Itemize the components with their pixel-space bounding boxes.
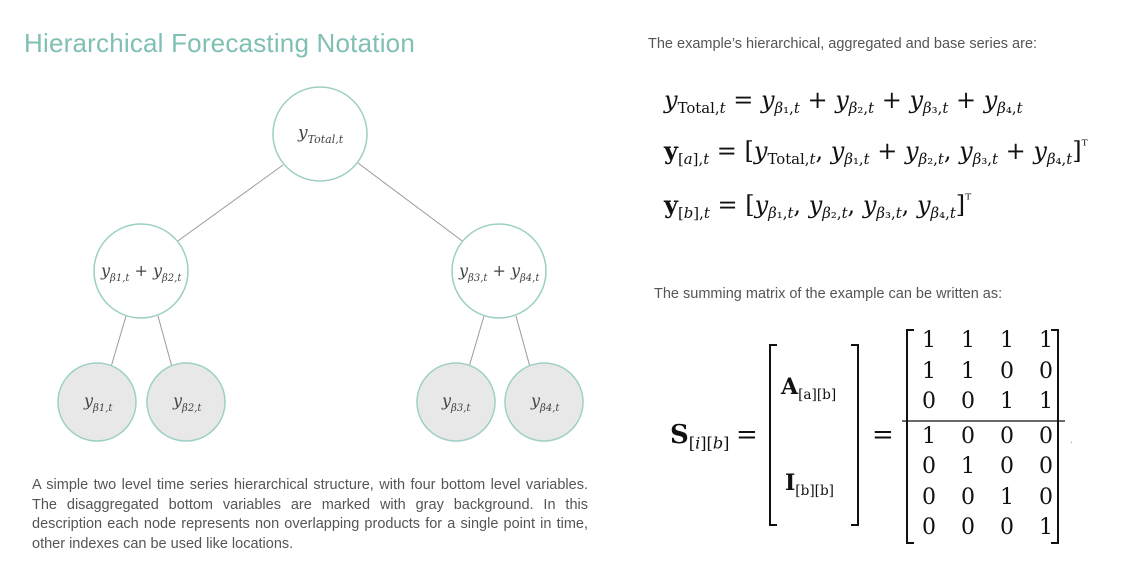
hierarchy-tree: yTotal,t yβ1,t + yβ2,t yβ3,t + yβ4,t yβ1… (57, 86, 584, 442)
edge-right-leaf3 (468, 315, 485, 368)
matrix-cell-3-3: 0 (1039, 423, 1053, 449)
matrix-cell-4-1: 1 (961, 454, 975, 479)
matrix-cell-1-0: 1 (922, 358, 936, 384)
block-bracket (769, 344, 859, 526)
matrix-cell-6-1: 0 (961, 515, 975, 540)
matrix-cell-1-1: 1 (961, 358, 975, 384)
matrix-cell-5-2: 1 (1000, 484, 1014, 510)
matrix-cell-2-1: 0 (961, 389, 975, 414)
matrix-cell-0-0: 1 (922, 328, 936, 353)
edge-left-leaf2 (157, 315, 173, 368)
block-A: A[a][b] (781, 374, 837, 403)
svg-text:.: . (1070, 435, 1073, 446)
page-title: Hierarchical Forecasting Notation (24, 28, 415, 58)
matrix-cell-4-3: 0 (1039, 454, 1053, 479)
matrix-cell-2-3: 1 (1039, 389, 1053, 414)
leaf-node-1 (57, 362, 137, 442)
matrix-cell-5-3: 0 (1039, 484, 1053, 510)
leaf-node-4 (504, 362, 584, 442)
matrix-lhs: S[i][b] (670, 420, 730, 453)
equation-base: y[b],t = [yβ₁,t, yβ₂,t, yβ₃,t, yβ₄,t]ᵀ (664, 190, 972, 223)
leaf-node-2 (146, 362, 226, 442)
edge-right-leaf4 (515, 315, 531, 368)
equation-total: yTotal,t = yβ₁,t + yβ₂,t + yβ₃,t + yβ₄,t (664, 86, 1023, 118)
matrix-cell-1-3: 0 (1039, 358, 1053, 384)
matrix-cell-6-0: 0 (922, 515, 936, 540)
matrix-cell-0-1: 1 (961, 328, 975, 353)
edge-root-right (357, 162, 466, 244)
matrix-cell-4-2: 0 (1000, 454, 1014, 479)
matrix-bracket: . (902, 329, 1073, 544)
matrix-cell-5-1: 0 (961, 484, 975, 510)
node-left (93, 223, 189, 319)
leaf-node-3 (416, 362, 496, 442)
equals-sign-1: = (736, 420, 758, 450)
equals-sign-2: = (872, 420, 894, 450)
matrix-cell-1-2: 0 (1000, 358, 1014, 384)
block-I: I[b][b] (785, 470, 835, 499)
matrix-cell-0-2: 1 (1000, 328, 1014, 353)
matrix-cell-6-2: 0 (1000, 515, 1014, 540)
matrix-cell-5-0: 0 (922, 484, 936, 510)
matrix-cell-2-2: 1 (1000, 389, 1014, 414)
matrix-cell-3-2: 0 (1000, 423, 1014, 449)
matrix-intro-text: The summing matrix of the example can be… (654, 286, 1003, 302)
equation-aggregated: y[a],t = [yTotal,t, yβ₁,t + yβ₂,t, yβ₃,t… (664, 136, 1088, 169)
series-intro-text: The example’s hierarchical, aggregated a… (648, 36, 1038, 52)
matrix-cell-2-0: 0 (922, 389, 936, 414)
edge-root-left (174, 164, 284, 244)
edge-left-leaf1 (110, 315, 127, 368)
matrix-cell-3-0: 1 (922, 423, 936, 449)
tree-caption: A simple two level time series hierarchi… (32, 477, 588, 552)
matrix-cell-6-3: 1 (1039, 515, 1053, 540)
matrix-cell-4-0: 0 (922, 454, 936, 479)
matrix-cell-3-1: 0 (961, 423, 975, 449)
node-right (451, 223, 547, 319)
node-root (272, 86, 368, 182)
matrix-cell-0-3: 1 (1039, 328, 1053, 353)
right-node-label: yβ3,t + yβ4,t (458, 261, 540, 284)
